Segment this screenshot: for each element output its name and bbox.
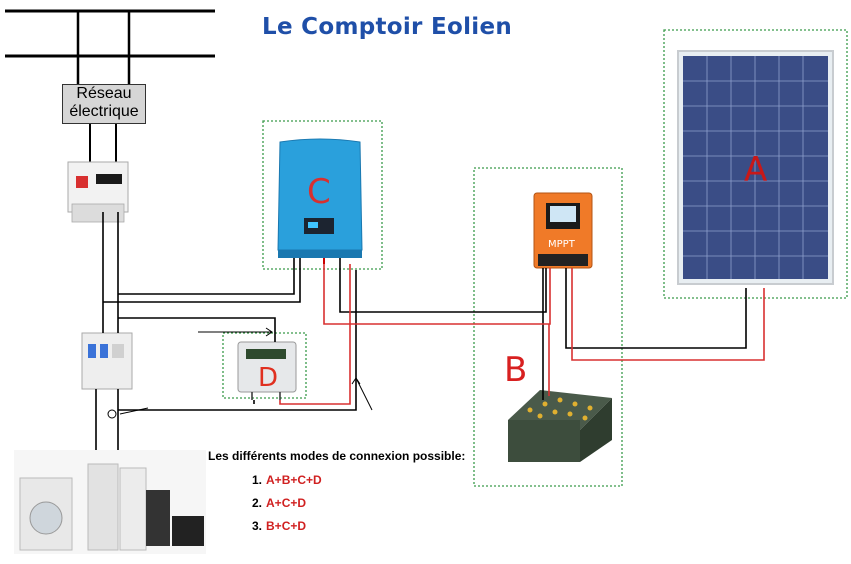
grid-label-line1: Réseau bbox=[76, 85, 132, 102]
mppt-controller-icon bbox=[533, 192, 593, 269]
meter-letter: D bbox=[258, 363, 279, 393]
battery-group-box bbox=[473, 167, 623, 487]
grid-relay-icon bbox=[67, 161, 129, 223]
positive-wiring bbox=[279, 264, 765, 405]
circuit-breaker-icon bbox=[81, 332, 133, 390]
appliances-icon bbox=[14, 450, 206, 554]
mode-number: 3. bbox=[252, 519, 263, 533]
panel-group-box bbox=[663, 29, 848, 299]
battery-icon bbox=[508, 390, 612, 462]
meter-icon bbox=[237, 341, 297, 400]
mode-value: A+B+C+D bbox=[266, 473, 322, 487]
inverter-letter: C bbox=[307, 172, 331, 212]
panel-letter: A bbox=[744, 150, 768, 190]
mode-item: 3.B+C+D bbox=[252, 519, 465, 533]
battery-letter: B bbox=[504, 350, 528, 390]
page-title: Le Comptoir Eolien bbox=[262, 14, 513, 40]
modes-list: 1.A+B+C+D 2.A+C+D 3.B+C+D bbox=[208, 473, 465, 533]
mode-value: B+C+D bbox=[266, 519, 307, 533]
inverter-group-box bbox=[262, 120, 383, 270]
mode-value: A+C+D bbox=[266, 496, 307, 510]
connection-modes: Les différents modes de connexion possib… bbox=[208, 449, 465, 542]
grid-label-box: Réseau électrique bbox=[62, 84, 146, 124]
solar-panel-icon bbox=[677, 50, 834, 285]
neutral-wiring bbox=[95, 212, 747, 450]
modes-heading: Les différents modes de connexion possib… bbox=[208, 449, 466, 463]
inverter-icon bbox=[277, 138, 363, 264]
mode-number: 1. bbox=[252, 473, 263, 487]
sensor-arrows bbox=[107, 327, 373, 419]
grid-label-line2: électrique bbox=[69, 103, 139, 120]
mode-item: 1.A+B+C+D bbox=[252, 473, 465, 487]
mode-number: 2. bbox=[252, 496, 263, 510]
mode-item: 2.A+C+D bbox=[252, 496, 465, 510]
grid-lines bbox=[5, 9, 215, 162]
mppt-label: MPPT bbox=[548, 239, 575, 250]
meter-group-box bbox=[222, 332, 307, 399]
